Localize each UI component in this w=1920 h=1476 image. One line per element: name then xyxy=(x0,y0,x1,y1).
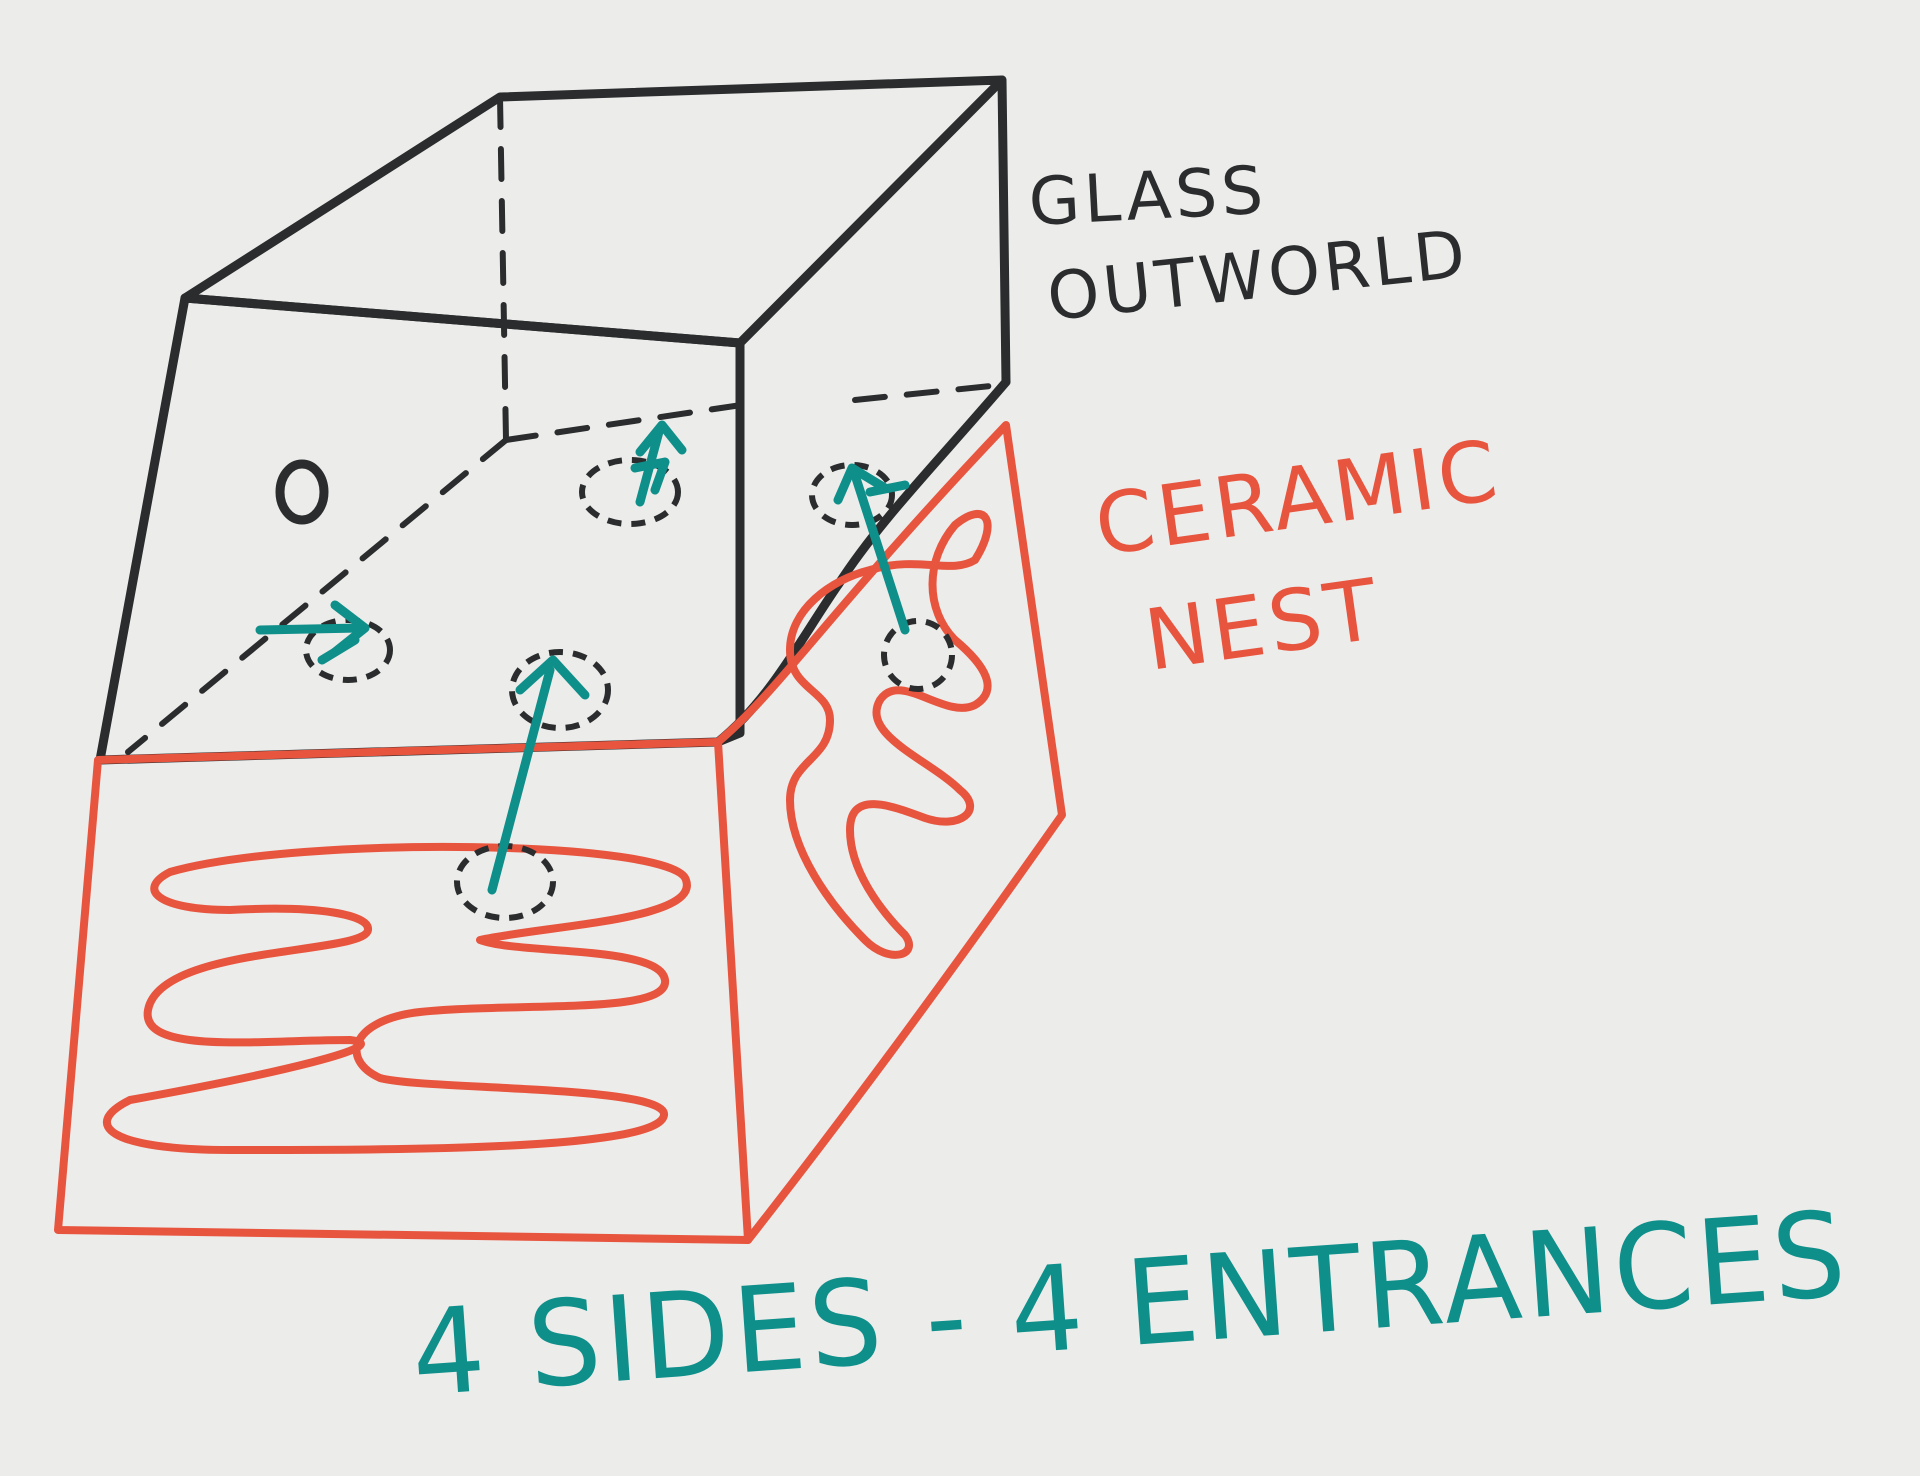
glass-hidden-edges xyxy=(125,94,1003,755)
ceramic-nest-box xyxy=(54,421,1066,1244)
label-ceramic-line1: CERAMIC xyxy=(1089,421,1507,575)
arrow-front xyxy=(487,665,555,895)
entrance-arrows xyxy=(255,420,910,895)
entrance-hole-back xyxy=(579,457,681,527)
entrance-hole-right-bottom xyxy=(881,618,955,692)
label-ceramic-line2: NEST xyxy=(1139,560,1387,690)
glass-right-edge xyxy=(997,75,1011,387)
arrow-right xyxy=(850,470,910,635)
entrance-holes xyxy=(303,457,955,921)
entrance-hole-front-top xyxy=(509,649,611,731)
label-ceramic-nest: CERAMIC NEST xyxy=(1089,421,1507,690)
plain-hole xyxy=(275,459,329,525)
entrance-hole-right-top xyxy=(809,462,895,528)
glass-front-face xyxy=(95,293,745,765)
label-glass-line1: GLASS xyxy=(1027,152,1269,241)
ceramic-front-tunnels xyxy=(103,842,691,1154)
ceramic-right-face xyxy=(714,421,1066,1244)
ceramic-side-tunnels xyxy=(786,510,992,959)
caption-four-sides-four-entrances: 4 SIDES - 4 ENTRANCES xyxy=(407,1185,1853,1423)
label-glass-outworld: GLASS OUTWORLD xyxy=(1027,152,1473,336)
arrow-left xyxy=(255,623,365,635)
